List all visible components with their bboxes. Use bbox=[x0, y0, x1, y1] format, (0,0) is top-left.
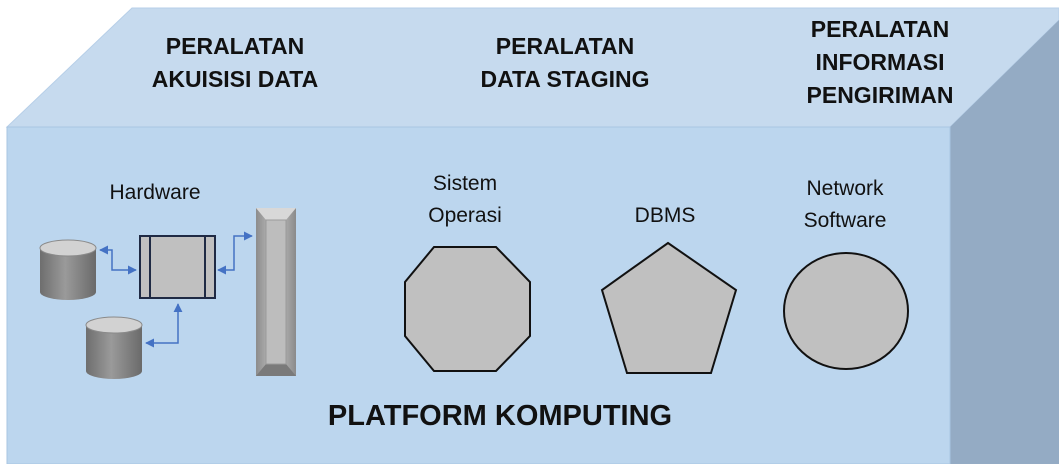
label-operating-system: Sistem Operasi bbox=[428, 172, 502, 227]
database-cylinder-icon bbox=[39, 239, 97, 300]
database-cylinder-icon bbox=[85, 316, 143, 379]
label-network-software: Network Software bbox=[803, 177, 887, 232]
octagon-shape bbox=[404, 246, 531, 372]
label-dbms: DBMS bbox=[634, 204, 696, 227]
hardware-group bbox=[39, 208, 296, 379]
ellipse-shape bbox=[783, 252, 909, 370]
server-tower-icon bbox=[256, 208, 296, 376]
platform-title: PLATFORM KOMPUTING bbox=[327, 400, 673, 432]
connector-arrows bbox=[99, 231, 253, 348]
box-side-face bbox=[950, 20, 1059, 464]
label-acquisition-tools: PERALATAN AKUISISI DATA bbox=[151, 33, 319, 92]
pentagon-shape bbox=[600, 241, 738, 374]
label-hardware: Hardware bbox=[109, 181, 201, 204]
processor-icon bbox=[139, 235, 216, 299]
label-delivery-tools: PERALATAN INFORMASI PENGIRIMAN bbox=[806, 16, 954, 108]
label-staging-tools: PERALATAN DATA STAGING bbox=[480, 33, 650, 92]
